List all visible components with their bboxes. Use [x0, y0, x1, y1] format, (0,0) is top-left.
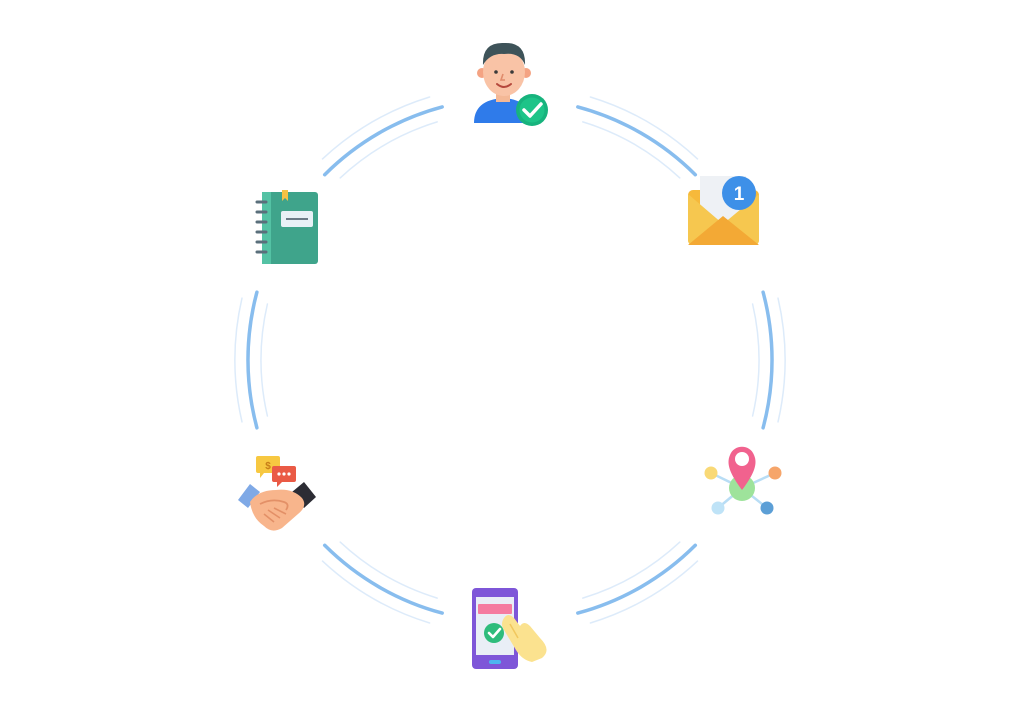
connector-arc-halo [582, 541, 681, 599]
connector-arc-halo [589, 560, 699, 624]
notebook-icon [255, 190, 318, 264]
connector-arc-halo [339, 121, 438, 179]
notification-count: 1 [734, 184, 745, 205]
connector-arc [322, 105, 444, 177]
deal-currency-symbol: $ [265, 461, 271, 472]
mail-notification-icon: 1 [688, 176, 759, 245]
connector-arc [761, 290, 774, 430]
connector-arcs [234, 96, 786, 624]
connector-arc-halo [321, 560, 431, 624]
connector-arc [322, 543, 444, 615]
mobile-confirm-icon [472, 588, 547, 669]
connector-arc-halo [260, 303, 269, 417]
connector-arc [576, 105, 698, 177]
location-network-icon [704, 446, 782, 515]
connector-arc [576, 543, 698, 615]
connector-arc-halo [339, 541, 438, 599]
connector-arc-halo [589, 96, 699, 160]
handshake-deal-icon: $ [238, 456, 316, 531]
connector-arc-halo [321, 96, 431, 160]
connector-arc-halo [777, 297, 786, 423]
connector-arc-halo [234, 297, 243, 423]
verified-user-icon [474, 42, 548, 126]
connector-arc-halo [751, 303, 760, 417]
connector-arc [246, 290, 259, 430]
connector-arc-halo [582, 121, 681, 179]
